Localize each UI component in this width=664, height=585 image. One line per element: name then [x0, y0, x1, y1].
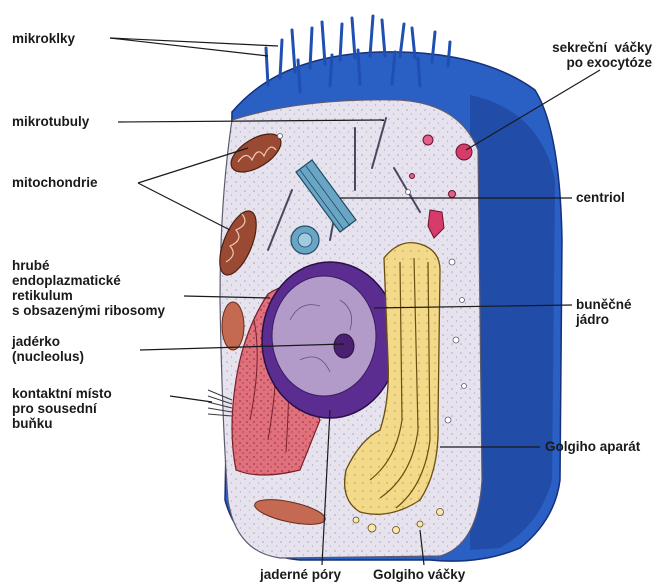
label-nucleolus: jadérko (nucleolus) — [12, 334, 84, 364]
label-mikrotubuly: mikrotubuly — [12, 114, 89, 129]
label-golgi-apparatus: Golgiho aparát — [545, 439, 640, 454]
label-centriole: centriol — [576, 190, 625, 205]
label-contact-site: kontaktní místo pro sousední buňku — [12, 386, 112, 431]
label-rough-er: hrubé endoplazmatické retikulum s obsaze… — [12, 258, 165, 318]
membrane-shadow — [470, 95, 555, 550]
label-golgi-vesicles: Golgiho váčky — [373, 567, 465, 582]
label-nuclear-pores: jaderné póry — [260, 567, 341, 582]
label-nucleus: buněčné jádro — [576, 297, 632, 327]
mitochondrion-3 — [222, 302, 244, 350]
label-mitochondrie: mitochondrie — [12, 175, 98, 190]
label-secretory-vesicles: sekreční váčky po exocytóze — [552, 40, 652, 70]
label-mikroklky: mikroklky — [12, 31, 75, 46]
nucleolus — [334, 334, 354, 358]
nucleus — [262, 262, 398, 418]
